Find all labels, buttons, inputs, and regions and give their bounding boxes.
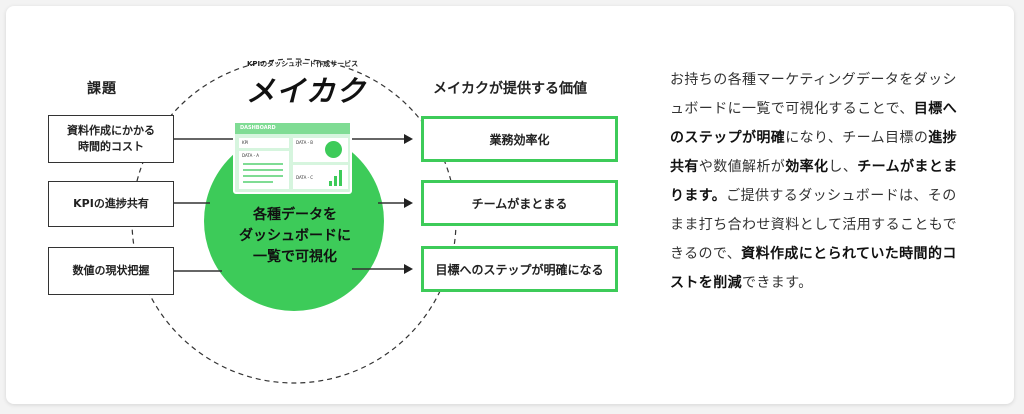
data-b-label: DATA - B [296,140,314,145]
kpi-panel: KPI [239,138,289,148]
dashboard-titlebar [235,123,350,134]
desc-bold: 目標へのステップが明確 [670,101,958,146]
desc-text: お持ちの各種マーケティングデータをダッシュボードに一覧で可視化することで、 [670,72,957,117]
value-box-clarity: 目標へのステップが明確になる [421,246,618,292]
arrow-head-3 [404,264,413,274]
issue-label-line2: 時間的コスト [78,140,144,153]
brand-tagline: KPIのダッシュボード作成サービス [247,60,359,68]
value-box-efficiency: 業務効率化 [421,116,618,162]
desc-text: できます。 [742,275,813,291]
pie-icon [325,141,342,158]
desc-bold: 効率化 [785,159,829,175]
description-paragraph: お持ちの各種マーケティングデータをダッシュボードに一覧で可視化することで、目標へ… [670,66,970,298]
data-c-label: DATA - C [296,175,314,180]
value-box-team: チームがまとまる [421,180,618,226]
data-c-panel: DATA - C [293,165,348,189]
values-heading: メイカクが提供する価値 [433,81,587,97]
data-a-panel: DATA - A [239,151,289,189]
data-b-panel: DATA - B [293,138,348,162]
desc-text: ご提供するダッシュボードは、そのまま打ち合わせ資料として活用することもできるので… [670,188,958,262]
issue-box-numbers: 数値の現状把握 [48,247,174,295]
center-line-2: ダッシュボードに [239,228,351,244]
center-message: 各種データを ダッシュボードに 一覧で可視化 [215,205,375,268]
center-line-1: 各種データを [253,207,337,223]
center-line-3: 一覧で可視化 [253,249,337,265]
value-label: 業務効率化 [489,132,550,147]
issue-label: 数値の現状把握 [72,263,150,277]
issue-label-line1: 資料作成にかかる [67,123,155,137]
desc-bold: チームがまとまります。 [670,159,958,204]
desc-bold: 資料作成にとられていた時間的コストを削減 [670,246,957,291]
desc-bold: 進捗共有 [670,130,958,175]
dashboard-title: DASHBOARD [240,125,276,131]
value-label: チームがまとまる [471,196,568,211]
issue-box-cost: 資料作成にかかる 時間的コスト [48,115,174,163]
brand-logo: メイカク [246,74,367,108]
issue-label: KPIの進捗共有 [73,196,149,210]
arrow-head-1 [404,134,413,144]
desc-text: し、 [828,159,858,175]
value-label: 目標へのステップが明確になる [435,262,604,277]
issues-heading: 課題 [87,81,117,97]
kpi-panel-label: KPI [242,140,249,145]
desc-text: になり、チーム目標の [785,130,929,146]
data-a-label: DATA - A [242,153,260,158]
issue-box-kpi: KPIの進捗共有 [48,181,174,227]
arrow-head-2 [404,198,413,208]
dashboard-illustration: DASHBOARD KPI DATA - A DATA - B DATA - C [233,121,352,194]
desc-text: や数値解析が [698,159,786,175]
